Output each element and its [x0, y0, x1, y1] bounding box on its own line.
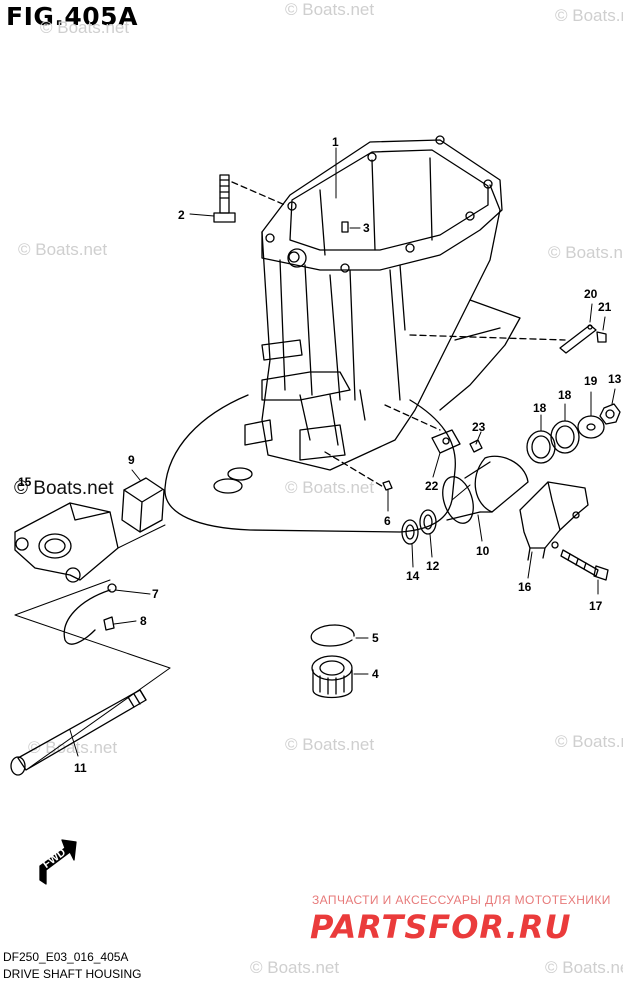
- stopper-part-22: [431, 429, 461, 454]
- part-label-11[interactable]: 11: [74, 761, 87, 775]
- bolt-part-23: [469, 439, 483, 453]
- watermark: © Boats.net: [285, 0, 375, 19]
- washer-part-14: [401, 519, 419, 545]
- figure-title: FIG.405A: [6, 2, 138, 31]
- watermark: © Boats.net: [545, 958, 623, 977]
- part-label-12[interactable]: 12: [426, 559, 440, 573]
- screw-part-6: [382, 480, 393, 491]
- part-label-13[interactable]: 13: [608, 372, 622, 386]
- shop-tagline: ЗАПЧАСТИ И АКСЕССУАРЫ ДЛЯ МОТОТЕХНИКИ: [312, 893, 611, 907]
- part-label-23[interactable]: 23: [472, 420, 486, 434]
- part-labels: 1 2 3 4 5 6 7 8 9 10 11 12 13 14 15 16 1…: [18, 135, 622, 775]
- part-label-17[interactable]: 17: [589, 599, 603, 613]
- leader-lines: [69, 147, 616, 757]
- part-label-18-inner[interactable]: 18: [533, 401, 547, 415]
- watermark: © Boats.net: [548, 243, 623, 262]
- watermark: © Boats.net: [250, 958, 340, 977]
- part-label-8[interactable]: 8: [140, 614, 147, 628]
- part-label-16[interactable]: 16: [518, 580, 532, 594]
- watermark: © Boats.net: [18, 240, 108, 259]
- shop-logo: PARTSFOR.RU: [310, 908, 572, 946]
- bracket-part-15: [14, 502, 119, 583]
- part-label-15[interactable]: 15: [18, 475, 32, 489]
- watermark: © Boats.net: [285, 478, 375, 497]
- watermark: © Boats.net: [285, 735, 375, 754]
- nut-part-13: [599, 403, 621, 425]
- figure-code: DF250_E03_016_405A: [3, 950, 129, 964]
- part-label-19[interactable]: 19: [584, 374, 598, 388]
- watermark: © Boats.net: [555, 732, 623, 751]
- bolt-part-2: [213, 174, 236, 223]
- mount-rubber-part-10: [442, 455, 529, 524]
- figure-name: DRIVE SHAFT HOUSING: [3, 967, 142, 981]
- part-label-5[interactable]: 5: [372, 631, 379, 645]
- screw-part-8: [103, 616, 115, 631]
- washer-part-12: [419, 509, 437, 535]
- mount-cover-part-16: [519, 481, 589, 561]
- washer-part-19: [577, 415, 605, 439]
- part-label-2[interactable]: 2: [178, 208, 185, 222]
- fwd-arrow-icon: FWD: [39, 839, 77, 885]
- part-label-14[interactable]: 14: [406, 569, 420, 583]
- watermark: © Boats.net: [40, 18, 130, 37]
- part-label-22[interactable]: 22: [425, 479, 439, 493]
- screw-part-21: [596, 331, 607, 343]
- part-label-10[interactable]: 10: [476, 544, 490, 558]
- circlip-part-5: [310, 624, 355, 647]
- watermark: © Boats.net: [555, 6, 623, 25]
- nut-part-4: [311, 655, 353, 699]
- part-label-4[interactable]: 4: [372, 667, 379, 681]
- part-label-3[interactable]: 3: [363, 221, 370, 235]
- part-label-21[interactable]: 21: [598, 300, 612, 314]
- grommet-part-9: [121, 477, 165, 533]
- part-label-1[interactable]: 1: [332, 135, 339, 149]
- assembly-guide-lines: [231, 181, 566, 489]
- bolt-part-17: [560, 549, 609, 581]
- part-label-9[interactable]: 9: [128, 453, 135, 467]
- part-label-20[interactable]: 20: [584, 287, 598, 301]
- part-label-7[interactable]: 7: [152, 587, 159, 601]
- long-bolt-part-11: [10, 689, 147, 776]
- part-label-18-outer[interactable]: 18: [558, 388, 572, 402]
- washer-part-18-inner: [526, 430, 556, 464]
- anode-part-20: [559, 324, 597, 354]
- watermark-dark: © Boats.net: [14, 478, 114, 499]
- ground-wire-part-7: [63, 583, 117, 645]
- part-label-6[interactable]: 6: [384, 514, 391, 528]
- drive-shaft-housing: [164, 135, 521, 533]
- assembly-lines: [14, 484, 471, 771]
